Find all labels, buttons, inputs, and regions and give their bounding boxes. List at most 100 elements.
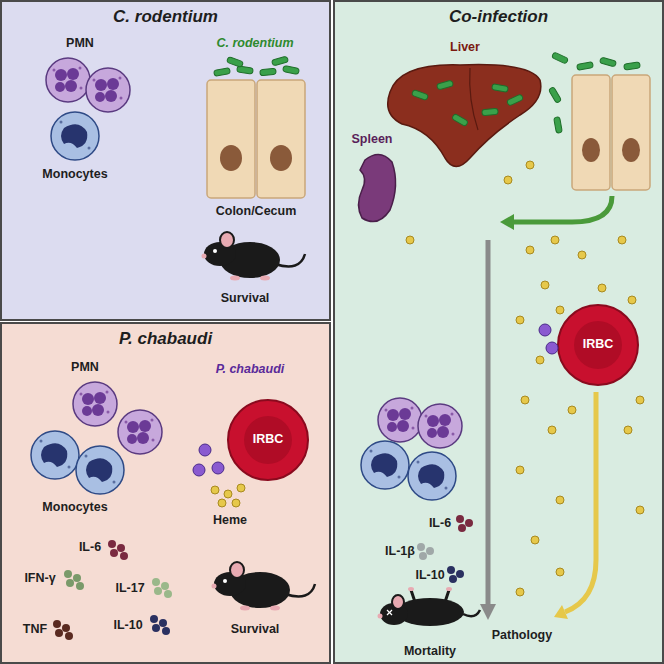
label: Monocytes [42, 167, 107, 182]
immune-cells [46, 58, 130, 160]
panel-title: Co-infection [333, 7, 664, 27]
mouse [212, 562, 316, 611]
drawing-part [108, 540, 116, 548]
drawing-part [270, 145, 292, 171]
label: IL-10 [113, 618, 142, 633]
drawing-part [556, 496, 564, 504]
drawing-part [408, 452, 456, 500]
drawing-part [120, 552, 128, 560]
drawing-part [482, 108, 498, 115]
label: IL-1β [385, 544, 415, 559]
spleen [359, 154, 396, 221]
drawing-part [572, 75, 610, 190]
drawing-part [554, 605, 568, 619]
label: Liver [450, 40, 480, 55]
drawing-part [73, 382, 117, 426]
drawing-part [568, 406, 576, 414]
drawing-part [628, 296, 636, 304]
drawing-part [164, 590, 172, 598]
drawing-part [271, 56, 288, 66]
label: C. rodentium [216, 36, 293, 51]
label: Heme [213, 513, 247, 528]
drawing-part [480, 604, 496, 620]
drawing-part [73, 574, 81, 582]
drawing-part [152, 624, 160, 632]
label: Survival [221, 291, 270, 306]
drawing-part [551, 236, 559, 244]
drawing-part [220, 145, 242, 171]
drawing-part [426, 547, 434, 555]
heme-dots [406, 161, 644, 596]
drawing-part [470, 68, 478, 130]
panel: Co-infection [333, 0, 664, 664]
drawing-part [541, 281, 549, 289]
drawing-part [162, 627, 170, 635]
drawing-part [214, 68, 231, 77]
label: Monocytes [42, 500, 107, 515]
drawing-part [55, 629, 63, 637]
drawing-part [237, 484, 245, 492]
label: IFN-γ [24, 571, 55, 586]
drawing-part [546, 342, 558, 354]
drawing-part [388, 65, 541, 167]
drawing-part [624, 426, 632, 434]
drawing-part [257, 80, 305, 198]
drawing-part [193, 464, 205, 476]
label: TNF [23, 622, 47, 637]
immune-cells [361, 398, 462, 500]
drawing-part [232, 499, 240, 507]
drawing-part [516, 466, 524, 474]
panel-ground [1, 323, 330, 663]
panel-title: P. chabaudi [0, 329, 331, 349]
drawing-part [419, 552, 427, 560]
drawing-part [521, 396, 529, 404]
drawing-part [110, 549, 118, 557]
drawing-part [577, 62, 594, 71]
drawing-part [512, 196, 612, 222]
panel-ground [334, 1, 663, 663]
drawing-part [636, 506, 644, 514]
drawing-part [456, 515, 464, 523]
drawing-part [500, 214, 514, 230]
dead-mouse [378, 587, 481, 626]
label: IL-17 [115, 581, 144, 596]
label: Mortality [404, 644, 456, 659]
drawing-part [618, 236, 626, 244]
drawing-part [452, 113, 469, 126]
drawing-part [212, 462, 224, 474]
drawing-part [378, 398, 422, 442]
panel-ground [1, 1, 330, 320]
drawing-part [558, 305, 638, 385]
drawing-part [554, 117, 563, 134]
drawing-part [516, 316, 524, 324]
drawing-part [31, 431, 79, 479]
drawing-part [406, 236, 414, 244]
dissemination-arrow [500, 196, 612, 230]
liver [388, 65, 541, 167]
drawing-part [456, 570, 464, 578]
label: IRBC [583, 337, 614, 352]
pathology-arrows [480, 240, 596, 620]
drawing-part [152, 578, 160, 586]
drawing-part [418, 404, 462, 448]
drawing-part [118, 410, 162, 454]
label: P. chabaudi [216, 362, 285, 377]
drawing-part [76, 582, 84, 590]
drawing-part [551, 52, 568, 64]
label: PMN [71, 360, 99, 375]
drawing-part [224, 490, 232, 498]
drawing-part [154, 587, 162, 595]
drawing-part [536, 356, 544, 364]
drawing-part [228, 400, 308, 480]
drawing-part [449, 575, 457, 583]
drawing-part [624, 62, 641, 70]
drawing-part [117, 544, 125, 552]
mouse [202, 232, 306, 281]
infected-rbc [539, 305, 638, 385]
panel-title: C. rodentium [0, 7, 331, 27]
drawing-part [211, 486, 219, 494]
colon-epithelium [207, 56, 305, 198]
drawing-part [53, 620, 61, 628]
drawing-part [159, 619, 167, 627]
